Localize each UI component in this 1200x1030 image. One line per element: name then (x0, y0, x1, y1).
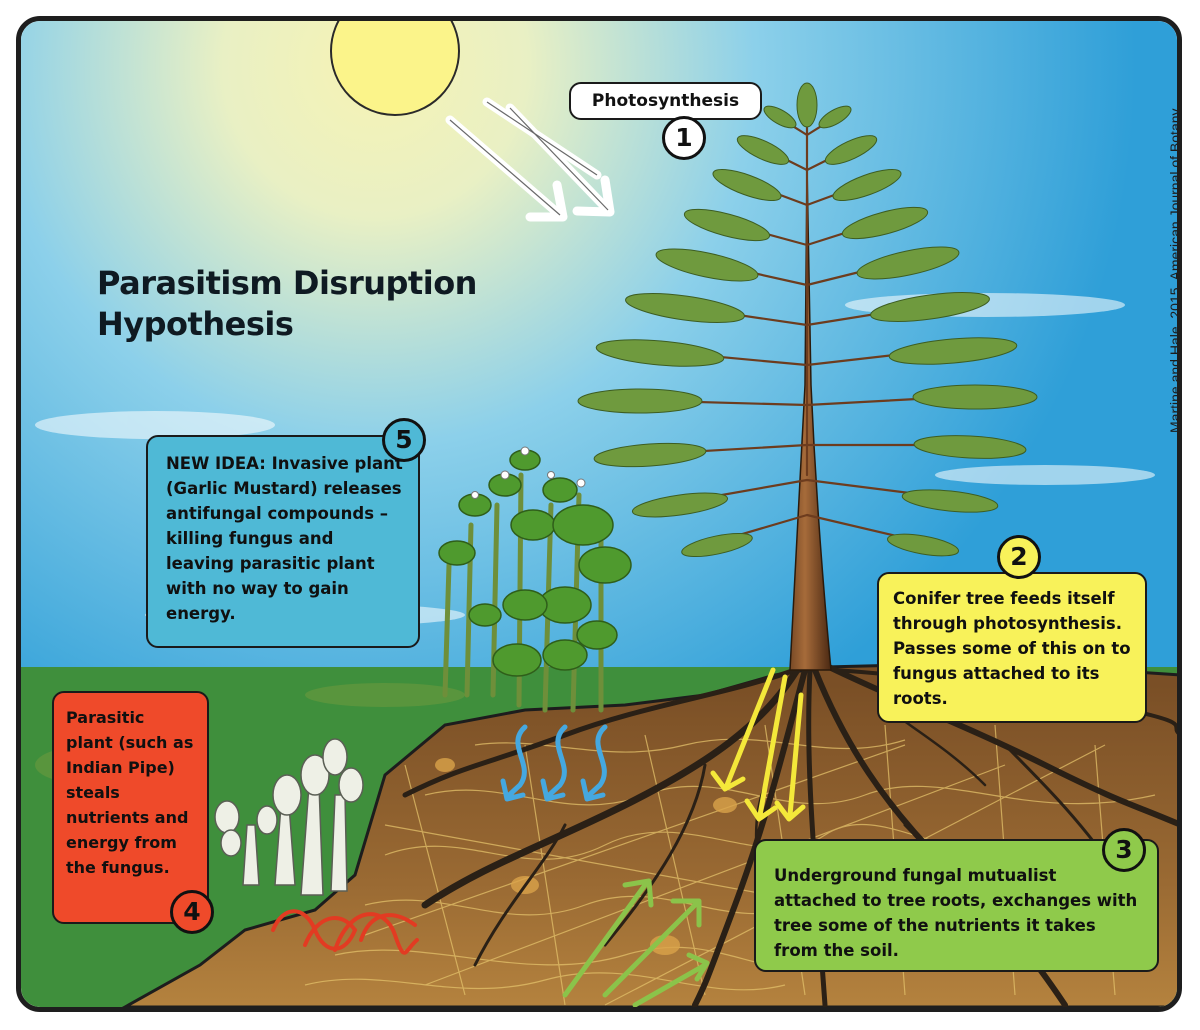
step-1-number: 1 (662, 116, 706, 160)
diagram-title: Parasitism Disruption Hypothesis (97, 263, 477, 345)
step-3-text: Underground fungal mutualist attached to… (774, 866, 1138, 960)
step-2-text: Conifer tree feeds itself through photos… (893, 589, 1131, 708)
step-4-box: Parasitic plant (such as Indian Pipe) st… (52, 691, 209, 924)
step-1-label: Photosynthesis (569, 82, 762, 120)
title-line-2: Hypothesis (97, 305, 294, 343)
step-5-text: Invasive plant (Garlic Mustard) releases… (166, 454, 403, 623)
toxin-arrows (500, 724, 608, 802)
step-2-number: 2 (997, 535, 1041, 579)
step-4-number: 4 (170, 890, 214, 934)
source-credit-text: Martine and Hale. 2015. American Journal… (1167, 105, 1182, 433)
step-3-number: 3 (1102, 828, 1146, 872)
step-3-box: Underground fungal mutualist attached to… (754, 839, 1159, 972)
energy-arrows (710, 667, 806, 822)
step-2-box: Conifer tree feeds itself through photos… (877, 572, 1147, 723)
title-line-1: Parasitism Disruption (97, 264, 477, 302)
sunlight-arrows-outline (449, 101, 609, 216)
parasite-arrows (271, 909, 419, 955)
step-5-lead: NEW IDEA: (166, 454, 266, 473)
diagram-frame: Parasitism Disruption Hypothesis Martine… (16, 16, 1182, 1012)
nutrient-arrows (562, 878, 710, 1007)
tree-trunk (789, 164, 832, 671)
garlic-mustard-plants (438, 446, 632, 713)
step-5-box: NEW IDEA: Invasive plant (Garlic Mustard… (146, 435, 420, 648)
step-4-text: Parasitic plant (such as Indian Pipe) st… (66, 708, 194, 877)
indian-pipe-plants (214, 738, 364, 896)
sun (330, 21, 460, 116)
conifer-needles (577, 82, 1038, 558)
step-5-number: 5 (382, 418, 426, 462)
